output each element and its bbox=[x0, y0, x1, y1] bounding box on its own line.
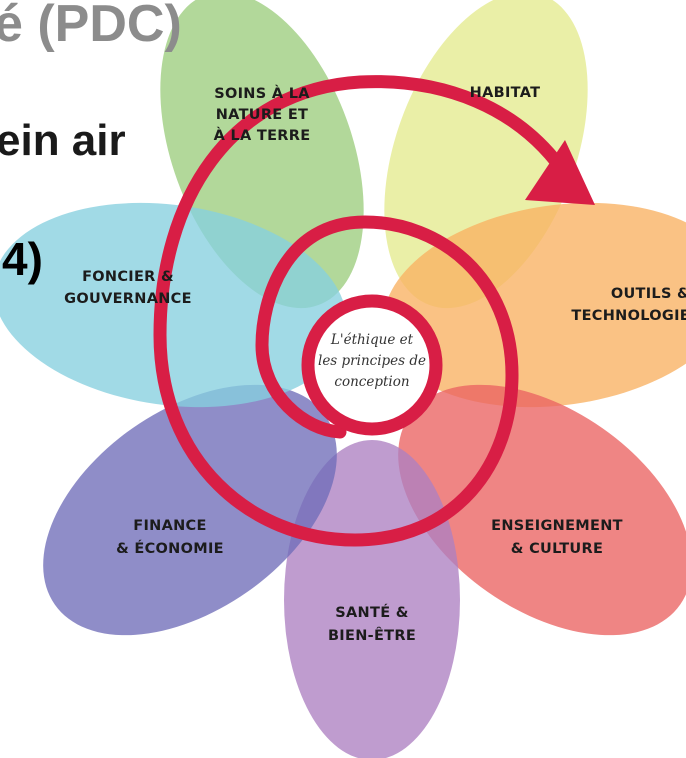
petal-sante bbox=[284, 440, 460, 758]
petal-enseignement bbox=[398, 384, 686, 636]
petal-outils bbox=[383, 202, 686, 408]
petal-label-foncier: FONCIER &GOUVERNANCE bbox=[64, 269, 192, 307]
petal-label-finance: FINANCE& ÉCONOMIE bbox=[116, 518, 224, 557]
center-disc bbox=[301, 294, 443, 436]
petal-finance bbox=[43, 384, 337, 636]
petal-label-enseignement: ENSEIGNEMENT& CULTURE bbox=[491, 518, 623, 557]
petal-label-habitat: HABITAT bbox=[470, 85, 541, 101]
slide-subtitle-fragment: ein air bbox=[0, 116, 126, 165]
slide-title-fragment: é (PDC) bbox=[0, 0, 182, 53]
slide-bullet-fragment: 4) bbox=[2, 233, 43, 285]
spiral-arrow bbox=[153, 75, 575, 547]
arrowhead-icon bbox=[525, 140, 595, 205]
petal-label-outils: OUTILS &TECHNOLOGIE bbox=[571, 286, 686, 324]
petal-label-sante: SANTÉ &BIEN-ÊTRE bbox=[328, 604, 416, 644]
